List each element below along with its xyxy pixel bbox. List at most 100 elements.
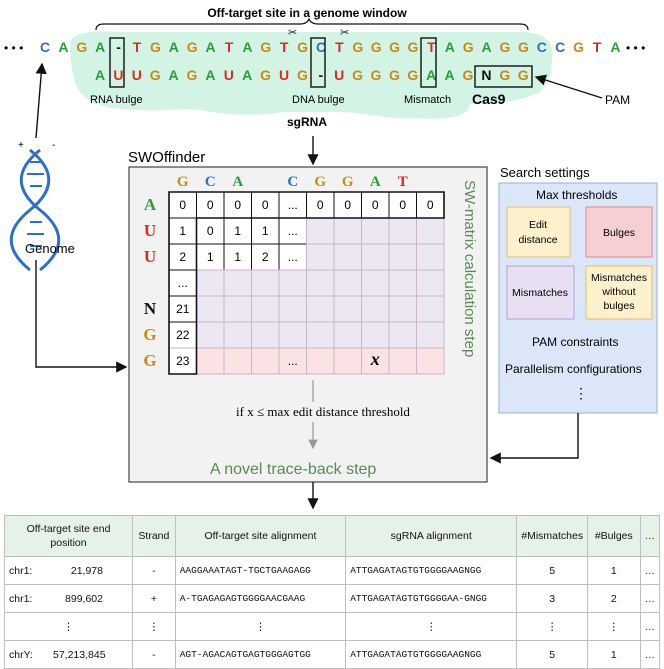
genome-base: G [187,39,198,55]
position: 899,602 [65,592,103,605]
sgrna-base: G [260,67,271,83]
matrix-row-header: A [144,195,157,214]
matrix-cell [251,347,280,375]
mismatches-cell: 5 [516,640,589,669]
genome-label: Genome [25,241,75,256]
col-header-end-position: Off-target site end position [3,515,134,557]
genome-base: G [260,39,271,55]
end-position-cell: chrY: 57,213,845 [3,640,134,669]
matrix-cell [333,217,362,245]
col-header-strand: Strand [132,515,176,557]
matrix-cell [251,321,280,349]
genome-base: G [76,39,87,55]
matrix-cell [306,217,335,245]
matrix-cell-value: 23 [176,354,190,368]
dna-bulge-box [310,37,326,88]
bulges-cell: ⋮ [587,612,641,641]
col-header-mismatches: #Mismatches [516,515,589,557]
matrix-col-header: A [370,174,381,190]
genome-base: C [316,39,326,55]
genome-base: G [500,39,511,55]
matrix-cell-value: 2 [179,250,186,264]
strand-minus: - [52,140,55,151]
matrix-outline [168,191,445,375]
matrix-cell [278,295,307,323]
dna-helix-icon [9,148,61,272]
matrix-col-header: G [177,174,189,190]
genome-base: A [610,39,620,55]
genome-base: T [225,39,234,55]
pam-arrow [534,74,603,99]
matrix-cell [361,295,390,323]
col-header-bulges: #Bulges [587,515,641,557]
scissors-icon: ✂ [288,27,297,39]
matrix-cell [416,347,445,375]
sgrna-base: A [169,67,179,83]
sgrna-base: U [334,67,344,83]
col-header-sgrna-alignment: sgRNA alignment [345,515,518,557]
genome-base: A [95,39,105,55]
bulges-cell: 2 [587,584,641,613]
matrix-cell [333,347,362,375]
matrix-cell-value: 0 [207,198,214,212]
genome-base: G [352,39,363,55]
matrix-cell-value: ... [288,354,298,368]
sgrna-base: U [224,67,234,83]
matrix-cell [416,217,445,245]
matrix-row-header: U [144,221,156,240]
matrix-cell [278,243,307,271]
matrix-cell [361,269,390,297]
chromosome: chrY: [9,648,33,661]
condition-label: if x ≤ max edit distance threshold [236,404,410,419]
sgrna-base: A [205,67,215,83]
strand-cell: - [132,556,176,585]
genome-base: G [389,39,400,55]
matrix-cell-value: 0 [399,198,406,212]
matrix-cell [223,295,252,323]
table-row: chrY:57,213,845 - AGT-AGACAGTGAGTGGGAGTG… [3,640,660,669]
bulges-cell: 1 [587,640,641,669]
matrix-col-header: C [287,174,298,190]
mismatches-cell: 5 [516,556,589,585]
mismatches-without-bulges-box [585,265,653,320]
matrix-cell [306,295,335,323]
results-table: Off-target site end position Strand Off-… [3,515,660,669]
sgrna-base: N [481,67,491,83]
strand-plus: + [18,140,24,151]
ellipsis-left: • • • [4,41,23,55]
matrix-row-header: G [143,325,156,344]
cas9-label: Cas9 [472,91,506,107]
matrix-cell [388,269,417,297]
matrix-cell [223,243,252,271]
col-header-site-alignment: Off-target site alignment [174,515,347,557]
mismatches-label: Mismatches [512,287,568,299]
matrix-cell [416,321,445,349]
matrix-cell-value: 1 [207,250,214,264]
sgrna-base: U [132,67,142,83]
sgrna-base: U [113,67,123,83]
genome-base: G [463,39,474,55]
matrix-row-header: N [144,299,157,318]
sw-matrix-step-label: SW-matrix calculation step [461,180,478,357]
position: 57,213,845 [53,648,106,661]
table-header-row: Off-target site end position Strand Off-… [3,515,660,557]
matrix-cell [388,321,417,349]
parallelism-label: Parallelism configurations [505,362,642,376]
matrix-cell-value: 0 [427,198,434,212]
table-row: ⋮ ⋮ ⋮ ⋮ ⋮ ⋮ … [3,612,660,641]
scissors-icon: ✂ [340,27,349,39]
genome-base: T [335,39,344,55]
matrix-col-header: A [232,174,243,190]
sgrna-base: A [445,67,455,83]
genome-base: G [408,39,419,55]
pam-constraints-label: PAM constraints [532,335,618,349]
matrix-cell [223,269,252,297]
end-position-cell: ⋮ [3,612,134,641]
matrix-cell [223,191,252,219]
matrix-cell-value: 2 [262,250,269,264]
matrix-cell-value: 1 [234,250,241,264]
